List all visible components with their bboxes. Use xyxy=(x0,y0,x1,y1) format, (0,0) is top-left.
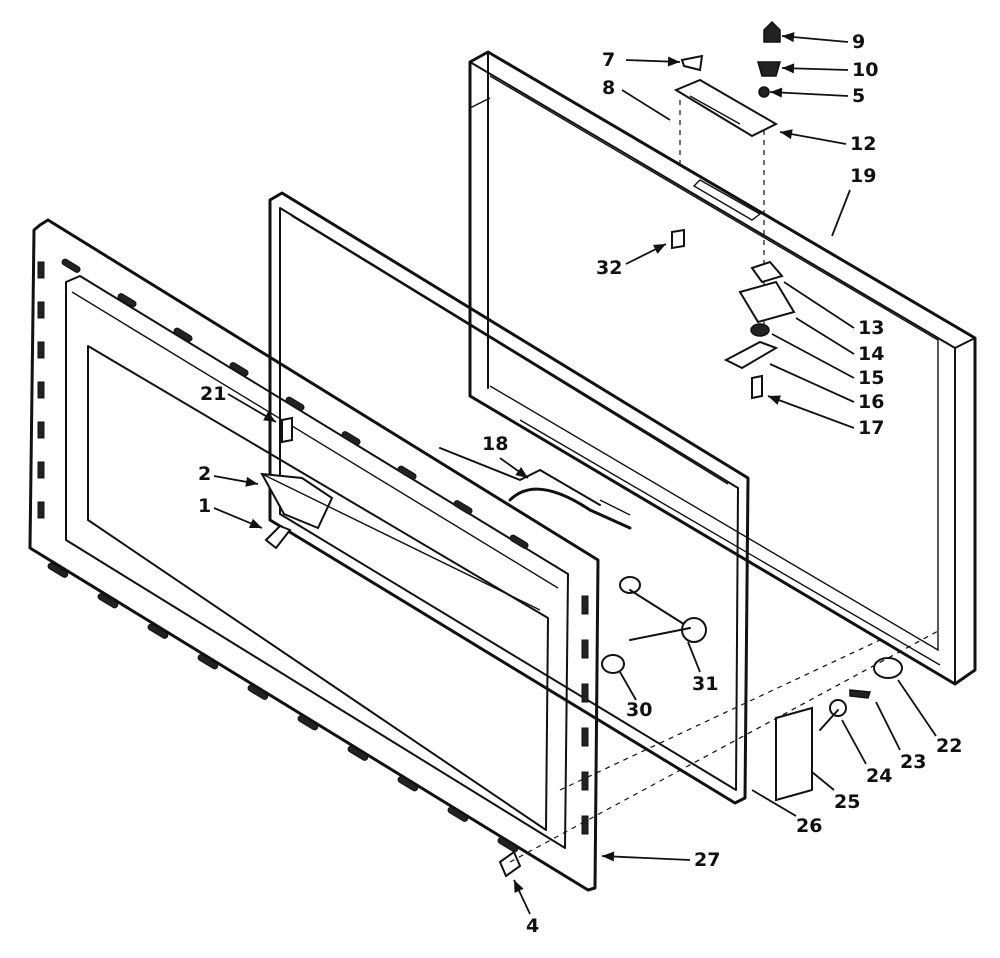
callout-leader-5 xyxy=(769,91,849,97)
callout-9: 9 xyxy=(781,31,865,53)
callout-leader-22 xyxy=(897,679,937,737)
outer-door-panel xyxy=(468,50,977,686)
callout-label-2: 2 xyxy=(198,463,211,485)
callout-label-32: 32 xyxy=(596,257,622,279)
callout-27: 27 xyxy=(601,849,720,871)
callout-4: 4 xyxy=(513,879,539,937)
callout-label-16: 16 xyxy=(858,391,884,413)
callout-leader-14 xyxy=(795,317,855,355)
callout-label-7: 7 xyxy=(602,49,615,71)
callout-arrowhead-27 xyxy=(602,851,615,862)
callout-7: 7 xyxy=(602,49,681,71)
callout-label-27: 27 xyxy=(694,849,720,871)
callout-label-15: 15 xyxy=(858,367,884,389)
callout-21: 21 xyxy=(200,383,277,423)
callout-arrowhead-17 xyxy=(768,395,781,405)
callout-label-25: 25 xyxy=(834,791,860,813)
callout-arrowhead-21 xyxy=(263,411,276,422)
callout-label-19: 19 xyxy=(850,165,876,187)
callout-label-8: 8 xyxy=(602,77,615,99)
door-seal-frame xyxy=(268,191,750,805)
latch-hardware xyxy=(671,20,796,400)
callout-leader-19 xyxy=(831,189,851,237)
callout-label-13: 13 xyxy=(858,317,884,339)
callout-32: 32 xyxy=(596,243,667,279)
callout-label-21: 21 xyxy=(200,383,226,405)
callout-label-9: 9 xyxy=(852,31,865,53)
callout-leader-25 xyxy=(811,771,835,791)
callout-30: 30 xyxy=(619,671,652,721)
callout-arrowhead-7 xyxy=(667,56,680,67)
callout-label-12: 12 xyxy=(850,133,876,155)
callout-leader-23 xyxy=(875,701,901,751)
callout-label-23: 23 xyxy=(900,751,926,773)
callout-leader-8 xyxy=(621,89,671,121)
callout-leader-31 xyxy=(687,641,701,673)
callout-1: 1 xyxy=(198,495,263,529)
callout-label-14: 14 xyxy=(858,343,884,365)
callout-label-26: 26 xyxy=(796,815,822,837)
callout-arrowhead-12 xyxy=(780,129,793,140)
callout-leader-15 xyxy=(771,333,855,379)
callout-24: 24 xyxy=(841,719,892,787)
callout-label-30: 30 xyxy=(626,699,652,721)
callout-leader-24 xyxy=(841,719,867,765)
callout-label-4: 4 xyxy=(526,915,539,937)
callout-leader-26 xyxy=(751,789,797,817)
callout-label-31: 31 xyxy=(692,673,718,695)
callout-12: 12 xyxy=(779,129,876,155)
callout-leader-27 xyxy=(601,855,691,861)
callout-8: 8 xyxy=(602,77,671,121)
handle-parts xyxy=(260,416,941,878)
callout-arrowhead-5 xyxy=(770,87,783,98)
callout-23: 23 xyxy=(875,701,926,773)
callout-leader-17 xyxy=(767,395,855,429)
callout-arrowhead-10 xyxy=(782,63,795,74)
callout-label-18: 18 xyxy=(482,433,508,455)
callout-label-10: 10 xyxy=(852,59,878,81)
callout-5: 5 xyxy=(769,85,865,107)
callout-leader-30 xyxy=(619,671,637,701)
callout-19: 19 xyxy=(831,165,876,237)
callout-arrowhead-2 xyxy=(245,476,258,487)
callout-leader-13 xyxy=(783,281,855,329)
callout-arrowhead-18 xyxy=(515,466,528,478)
callouts: 9105781219321314151617211821303122232425… xyxy=(198,31,962,937)
inner-door-panel xyxy=(28,218,600,892)
callout-arrowhead-32 xyxy=(653,244,666,254)
callout-label-24: 24 xyxy=(866,765,892,787)
callout-14: 14 xyxy=(795,317,884,365)
callout-17: 17 xyxy=(767,395,884,439)
callout-15: 15 xyxy=(771,333,884,389)
callout-leader-16 xyxy=(769,363,855,403)
callout-arrowhead-4 xyxy=(514,880,524,893)
callout-26: 26 xyxy=(751,789,822,837)
callout-label-5: 5 xyxy=(852,85,865,107)
callout-18: 18 xyxy=(482,433,529,479)
callout-31: 31 xyxy=(687,641,718,695)
callout-22: 22 xyxy=(897,679,962,757)
callout-label-22: 22 xyxy=(936,735,962,757)
callout-16: 16 xyxy=(769,363,884,413)
callout-arrowhead-1 xyxy=(249,518,262,528)
callout-label-17: 17 xyxy=(858,417,884,439)
callout-10: 10 xyxy=(781,59,878,81)
callout-2: 2 xyxy=(198,463,259,487)
callout-arrowhead-9 xyxy=(782,32,795,43)
callout-25: 25 xyxy=(811,771,860,813)
callout-label-1: 1 xyxy=(198,495,211,517)
callout-13: 13 xyxy=(783,281,884,339)
